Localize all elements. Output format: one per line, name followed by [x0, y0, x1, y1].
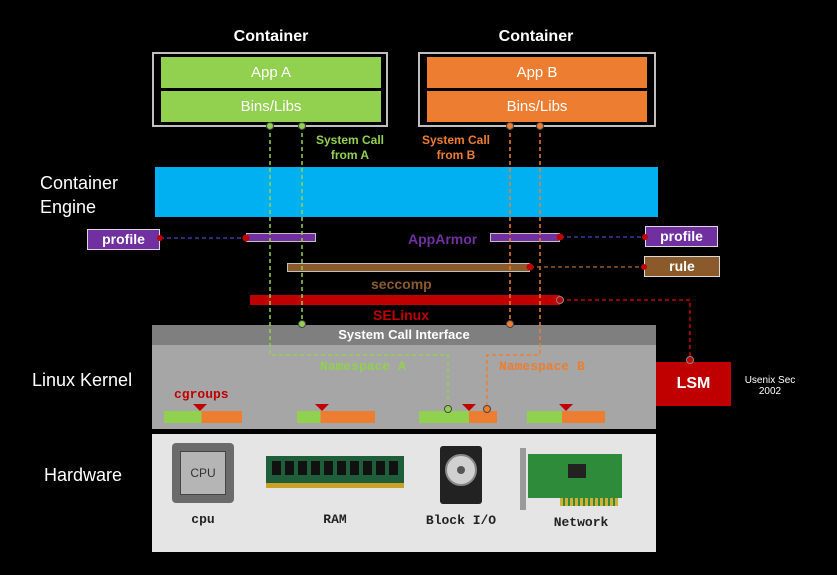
app-a-bar: App A	[161, 57, 381, 88]
namespace-a-label: Namespace A	[320, 359, 406, 374]
namespace-b-label: Namespace B	[499, 359, 585, 374]
container-a-title: Container	[233, 28, 309, 45]
container-b-title: Container	[498, 28, 574, 45]
hw-label-cpu: cpu	[191, 512, 215, 527]
container-engine-bar	[155, 167, 658, 217]
profile-right-tag: profile	[645, 226, 718, 247]
ram-chips	[272, 461, 398, 475]
lsm-box: LSM	[656, 362, 731, 406]
apparmor-bar-a	[246, 233, 316, 242]
bins-libs-b-bar: Bins/Libs	[427, 91, 647, 122]
rule-tag: rule	[644, 256, 720, 277]
cpu-chip: CPU	[180, 451, 226, 495]
apparmor-bar-b	[490, 233, 560, 242]
hw-label-block-io: Block I/O	[425, 513, 497, 528]
syscall-a-line1: System Call	[315, 133, 385, 147]
cgroups-label: cgroups	[174, 387, 229, 402]
nic-board	[528, 454, 622, 498]
nic-pins	[560, 498, 618, 506]
container-engine-label: Container Engine	[40, 173, 119, 217]
nic-chip	[568, 464, 586, 478]
syscall-interface-bar: System Call Interface	[152, 325, 656, 345]
linux-kernel-label: Linux Kernel	[32, 370, 133, 390]
profile-left-tag: profile	[87, 229, 160, 250]
selinux-bar	[250, 295, 560, 305]
hw-label-network: Network	[553, 515, 609, 530]
syscall-b-line1: System Call	[421, 133, 491, 147]
lsm-note: Usenix Sec 2002	[744, 375, 796, 397]
hw-label-ram: RAM	[323, 512, 347, 527]
app-b-bar: App B	[427, 57, 647, 88]
cpu-icon: CPU	[172, 443, 234, 503]
syscall-b-label: System Call from B	[406, 133, 506, 163]
syscall-a-line2: from A	[330, 148, 370, 162]
hardware-label: Hardware	[44, 465, 123, 485]
syscall-a-label: System Call from A	[300, 133, 400, 163]
cgroup-bar-2	[297, 411, 375, 423]
seccomp-bar	[287, 263, 530, 272]
cgroup-bar-3	[419, 411, 497, 423]
network-card-icon	[520, 448, 624, 510]
disk-spindle	[457, 466, 465, 474]
cgroup-bar-4	[527, 411, 605, 423]
cgroup-bar-1	[164, 411, 242, 423]
syscall-b-line2: from B	[436, 148, 476, 162]
apparmor-label: AppArmor	[408, 231, 478, 247]
bins-libs-a-bar: Bins/Libs	[161, 91, 381, 122]
hard-disk-icon	[440, 446, 482, 504]
ram-icon	[266, 456, 404, 488]
seccomp-label: seccomp	[371, 276, 432, 292]
nic-bracket	[520, 448, 526, 510]
selinux-label: SELinux	[373, 307, 430, 323]
